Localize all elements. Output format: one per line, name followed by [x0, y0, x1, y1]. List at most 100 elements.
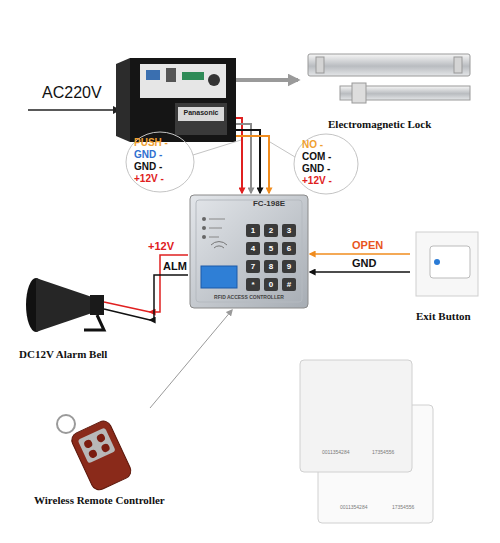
label-group-outline [294, 134, 358, 194]
remote-button [88, 449, 99, 460]
key-button [282, 260, 296, 273]
horn-driver [90, 295, 104, 315]
terminal-label: GND - [134, 161, 162, 173]
keypad-panel [196, 200, 302, 302]
leader-line [193, 140, 241, 155]
horn-cone [36, 278, 92, 332]
remote-button [83, 439, 94, 450]
label-group-outline [126, 132, 194, 192]
card-number: 17354556 [372, 450, 394, 456]
exit-button-plate [416, 232, 478, 296]
panel-marking [209, 219, 225, 220]
key-legend: 0 [264, 278, 278, 291]
rfid-symbol [211, 242, 227, 248]
armature-bracket [352, 83, 366, 103]
wire [310, 253, 410, 255]
key-button [264, 278, 278, 291]
key-legend: * [246, 278, 260, 291]
terminal-block [182, 72, 204, 80]
wire [236, 130, 260, 193]
lock-end-cap [316, 57, 324, 73]
wireless-link [150, 310, 232, 408]
lock-component: Electromagnetic Lock [298, 48, 473, 138]
keypad-housing [190, 195, 308, 308]
lock-magnet [308, 54, 470, 76]
key-button [246, 242, 260, 255]
terminal-label: GND - [302, 163, 330, 175]
alarm-bell: DC12V Alarm Bell [15, 268, 150, 363]
key-button [246, 224, 260, 237]
status-led [202, 217, 206, 221]
key-button [282, 242, 296, 255]
mains-input-arrow [28, 109, 120, 111]
wire [236, 136, 269, 193]
backup-battery [175, 103, 227, 135]
key-legend: 9 [282, 260, 296, 273]
wire [236, 124, 251, 193]
power-input-label: AC220V [42, 84, 102, 102]
key-legend: 6 [282, 242, 296, 255]
remote-button-panel [78, 427, 116, 463]
card-number: 0011354284 [322, 450, 349, 456]
model-number: FC-198E [234, 199, 304, 208]
wire [310, 271, 410, 273]
wire [236, 118, 242, 193]
key-button [282, 224, 296, 237]
terminal-label: GND - [134, 149, 162, 161]
horn-bracket [84, 315, 104, 330]
wire [150, 255, 188, 312]
status-led [202, 226, 206, 230]
key-legend: 3 [282, 224, 296, 237]
battery-label-area [178, 107, 224, 121]
signal-label: GND [352, 257, 376, 270]
component-caption: Electromagnetic Lock [328, 118, 473, 131]
key-legend: 1 [246, 224, 260, 237]
exit-button-key [430, 246, 470, 278]
card-number: 17354556 [392, 505, 414, 511]
terminal-label: +12V - [302, 175, 332, 187]
brand-text: Panasonic [178, 109, 224, 117]
key-ring [57, 415, 75, 433]
remote-button [96, 433, 107, 444]
key-button [264, 224, 278, 237]
key-button [246, 278, 260, 291]
panel-marking [209, 228, 222, 229]
power-supply-door [116, 58, 130, 142]
key-button [264, 260, 278, 273]
board-component [146, 70, 160, 80]
key-legend: # [282, 278, 296, 291]
terminal-label: NO - [302, 139, 323, 151]
remote-button [100, 443, 111, 454]
remote-body [69, 419, 133, 493]
key-legend: 8 [264, 260, 278, 273]
terminal-label: PUSH - [134, 137, 168, 149]
remote-body-group [69, 419, 133, 493]
key-legend: 5 [264, 242, 278, 255]
signal-label: ALM [163, 260, 187, 273]
leader-line [270, 142, 295, 157]
status-led [202, 235, 206, 239]
key-legend: 2 [264, 224, 278, 237]
exit-button: Exit Button [410, 228, 482, 326]
key-button [264, 242, 278, 255]
keypad-controller: FC-198E RFID ACCESS CONTROLLER [188, 193, 310, 310]
card-number: 0011354284 [340, 505, 367, 511]
remote-controller: Wireless Remote Controller [30, 408, 190, 512]
key-legend: 4 [246, 242, 260, 255]
key-legend: 7 [246, 260, 260, 273]
wire [150, 275, 188, 320]
terminal-label: COM - [302, 151, 331, 163]
device-marking: RFID ACCESS CONTROLLER [196, 295, 302, 301]
key-button [282, 278, 296, 291]
lock-end-cap [454, 57, 462, 73]
signal-label: OPEN [352, 239, 383, 252]
power-supply-box: Panasonic [128, 58, 236, 142]
power-supply-cabinet [130, 58, 236, 142]
keypad-display [201, 266, 237, 288]
component-caption: Exit Button [416, 310, 482, 323]
power-supply-board [140, 64, 226, 98]
component-caption: Wireless Remote Controller [34, 494, 190, 507]
